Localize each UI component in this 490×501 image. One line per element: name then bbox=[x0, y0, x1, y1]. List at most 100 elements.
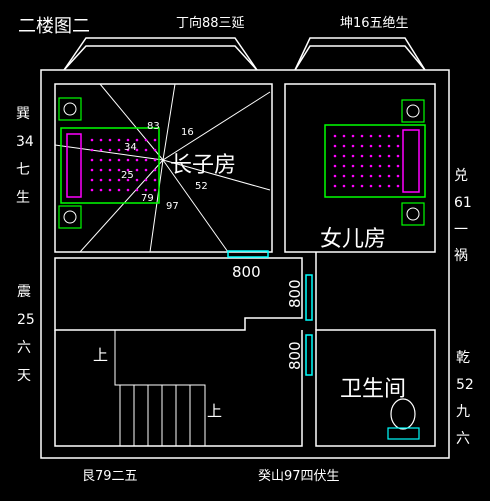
lamp-icon bbox=[406, 104, 420, 118]
direction-label-right-upper: 兑 61 一 祸 bbox=[454, 168, 472, 264]
svg-text:97: 97 bbox=[166, 201, 179, 212]
bed-pattern-dot bbox=[144, 158, 148, 162]
bed-pattern-dot bbox=[153, 138, 157, 142]
stair-room-wall bbox=[54, 330, 303, 447]
bed-pattern-dot bbox=[351, 164, 355, 168]
bed-pattern-dot bbox=[99, 168, 103, 172]
bed-pattern-dot bbox=[144, 138, 148, 142]
bed-pattern-dot bbox=[351, 174, 355, 178]
bed-pattern-dot bbox=[342, 154, 346, 158]
stair-up-label: 上 bbox=[93, 346, 108, 364]
stair-outline bbox=[114, 330, 206, 446]
master-bed-frame bbox=[60, 127, 160, 204]
bed-pattern-dot bbox=[369, 174, 373, 178]
bed-pattern-dot bbox=[360, 184, 364, 188]
svg-text:一: 一 bbox=[454, 222, 468, 238]
exterior-wall bbox=[40, 69, 450, 459]
master-bed bbox=[58, 97, 160, 229]
bed-pattern-dot bbox=[342, 144, 346, 148]
direction-label-right-lower: 乾 52 九 六 bbox=[456, 350, 474, 447]
bed-pattern-dot bbox=[108, 178, 112, 182]
bed-pattern-dot bbox=[351, 144, 355, 148]
bed-pattern-dot bbox=[153, 178, 157, 182]
bed-pattern-dot bbox=[135, 178, 139, 182]
svg-text:六: 六 bbox=[17, 340, 31, 356]
bed-pattern-dot bbox=[396, 154, 400, 158]
dimension-hall-door: 800 bbox=[286, 279, 304, 308]
bed-pattern-dot bbox=[99, 188, 103, 192]
bed-pattern-dot bbox=[108, 138, 112, 142]
svg-text:天: 天 bbox=[17, 368, 31, 384]
svg-text:六: 六 bbox=[456, 431, 470, 447]
bed-pattern-dot bbox=[396, 144, 400, 148]
direction-label-bottom-center: 癸山97四伏生 bbox=[258, 469, 340, 484]
bed-pattern-dot bbox=[378, 174, 382, 178]
svg-text:生: 生 bbox=[16, 190, 30, 206]
page-title: 二楼图二 bbox=[18, 16, 90, 37]
bed-pattern-dot bbox=[99, 148, 103, 152]
bed-pattern-dot bbox=[90, 158, 94, 162]
bed-pattern-dot bbox=[144, 148, 148, 152]
hall-wall bbox=[54, 257, 303, 331]
direction-ray bbox=[54, 144, 164, 161]
master-door bbox=[227, 250, 269, 258]
daughter-bed bbox=[324, 99, 426, 226]
bed-pattern-dot bbox=[396, 134, 400, 138]
bed-pattern-dot bbox=[342, 174, 346, 178]
svg-text:52: 52 bbox=[456, 377, 474, 393]
bed-pattern-dot bbox=[135, 168, 139, 172]
bed-pattern-dot bbox=[90, 168, 94, 172]
nightstand-lamp-top bbox=[401, 99, 425, 123]
daughter-bed-pattern bbox=[333, 134, 400, 188]
svg-text:震: 震 bbox=[17, 284, 31, 300]
bed-pattern-dot bbox=[369, 154, 373, 158]
svg-text:34: 34 bbox=[16, 134, 34, 150]
bed-pattern-dot bbox=[126, 178, 130, 182]
bed-pattern-dot bbox=[342, 134, 346, 138]
bed-pattern-dot bbox=[387, 164, 391, 168]
bed-pattern-dot bbox=[144, 188, 148, 192]
bed-pattern-dot bbox=[117, 138, 121, 142]
bed-pattern-dot bbox=[369, 164, 373, 168]
bed-pattern-dot bbox=[378, 154, 382, 158]
bed-pattern-dot bbox=[135, 138, 139, 142]
bed-pattern-dot bbox=[153, 158, 157, 162]
room-label-daughter-room: 女儿房 bbox=[320, 227, 386, 252]
bed-pattern-dot bbox=[126, 168, 130, 172]
bed-pattern-dot bbox=[360, 174, 364, 178]
bed-pattern-dot bbox=[396, 164, 400, 168]
svg-text:61: 61 bbox=[454, 195, 472, 211]
roof-outline-left bbox=[63, 37, 258, 71]
bed-pattern-dot bbox=[126, 138, 130, 142]
bed-pattern-dot bbox=[90, 148, 94, 152]
svg-text:祸: 祸 bbox=[454, 248, 468, 264]
bath-door bbox=[305, 334, 313, 376]
ray-labels: 83 16 34 25 52 79 97 bbox=[121, 121, 208, 212]
lamp-icon bbox=[63, 210, 77, 224]
bed-pattern-dot bbox=[387, 154, 391, 158]
direction-ray bbox=[162, 159, 229, 253]
bed-pattern-dot bbox=[117, 168, 121, 172]
master-bed-headboard bbox=[66, 133, 82, 198]
daughter-bed-frame bbox=[324, 124, 426, 198]
direction-ray bbox=[79, 159, 164, 253]
bed-pattern-dot bbox=[144, 178, 148, 182]
bed-pattern-dot bbox=[387, 134, 391, 138]
bed-pattern-dot bbox=[135, 188, 139, 192]
direction-ray bbox=[99, 83, 164, 161]
stair-steps bbox=[119, 385, 191, 446]
daughter-room-wall bbox=[284, 83, 436, 253]
svg-text:16: 16 bbox=[181, 127, 194, 138]
outer-walls bbox=[40, 37, 450, 459]
bed-pattern-dot bbox=[387, 174, 391, 178]
direction-label-top-right: 坤16五绝生 bbox=[340, 15, 409, 31]
svg-text:巽: 巽 bbox=[16, 106, 30, 122]
bed-pattern-dot bbox=[387, 144, 391, 148]
bed-pattern-dot bbox=[351, 134, 355, 138]
bed-pattern-dot bbox=[369, 184, 373, 188]
bed-pattern-dot bbox=[90, 188, 94, 192]
staircase bbox=[114, 330, 206, 446]
svg-text:九: 九 bbox=[456, 404, 470, 420]
svg-text:79: 79 bbox=[141, 193, 154, 204]
bed-pattern-dot bbox=[378, 184, 382, 188]
